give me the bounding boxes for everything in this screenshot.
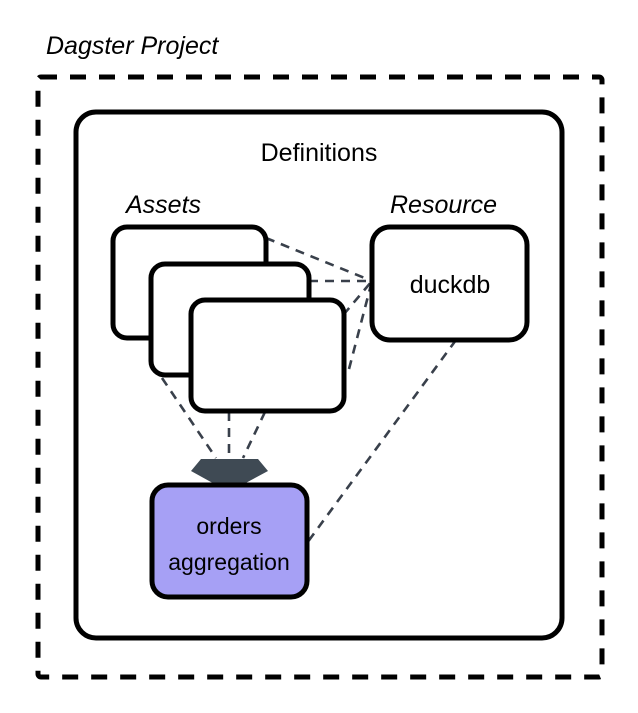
edge-asset-3-to-orders <box>241 411 267 459</box>
duckdb-node-label: duckdb <box>410 271 491 299</box>
edge-asset-1-to-duckdb <box>265 236 373 283</box>
dagster-project-title: Dagster Project <box>46 32 219 60</box>
definitions-container <box>73 109 565 641</box>
edge-asset-1-to-orders <box>160 377 218 459</box>
edge-asset-3b-to-duckdb <box>347 280 374 370</box>
resource-group-label: Resource <box>390 191 497 219</box>
edge-duckdb-to-orders <box>305 339 458 544</box>
asset-node-3[interactable] <box>188 297 347 414</box>
edge-asset-3-to-duckdb <box>332 280 373 328</box>
definitions-label: Definitions <box>261 139 378 167</box>
arrowhead-icon <box>191 459 268 492</box>
duckdb-node[interactable] <box>369 224 530 343</box>
assets-group-label: Assets <box>124 191 201 219</box>
orders-aggregation-node[interactable] <box>149 482 310 600</box>
orders-aggregation-label-line-2: aggregation <box>168 549 290 575</box>
orders-aggregation-label-line-1: orders <box>196 513 261 539</box>
